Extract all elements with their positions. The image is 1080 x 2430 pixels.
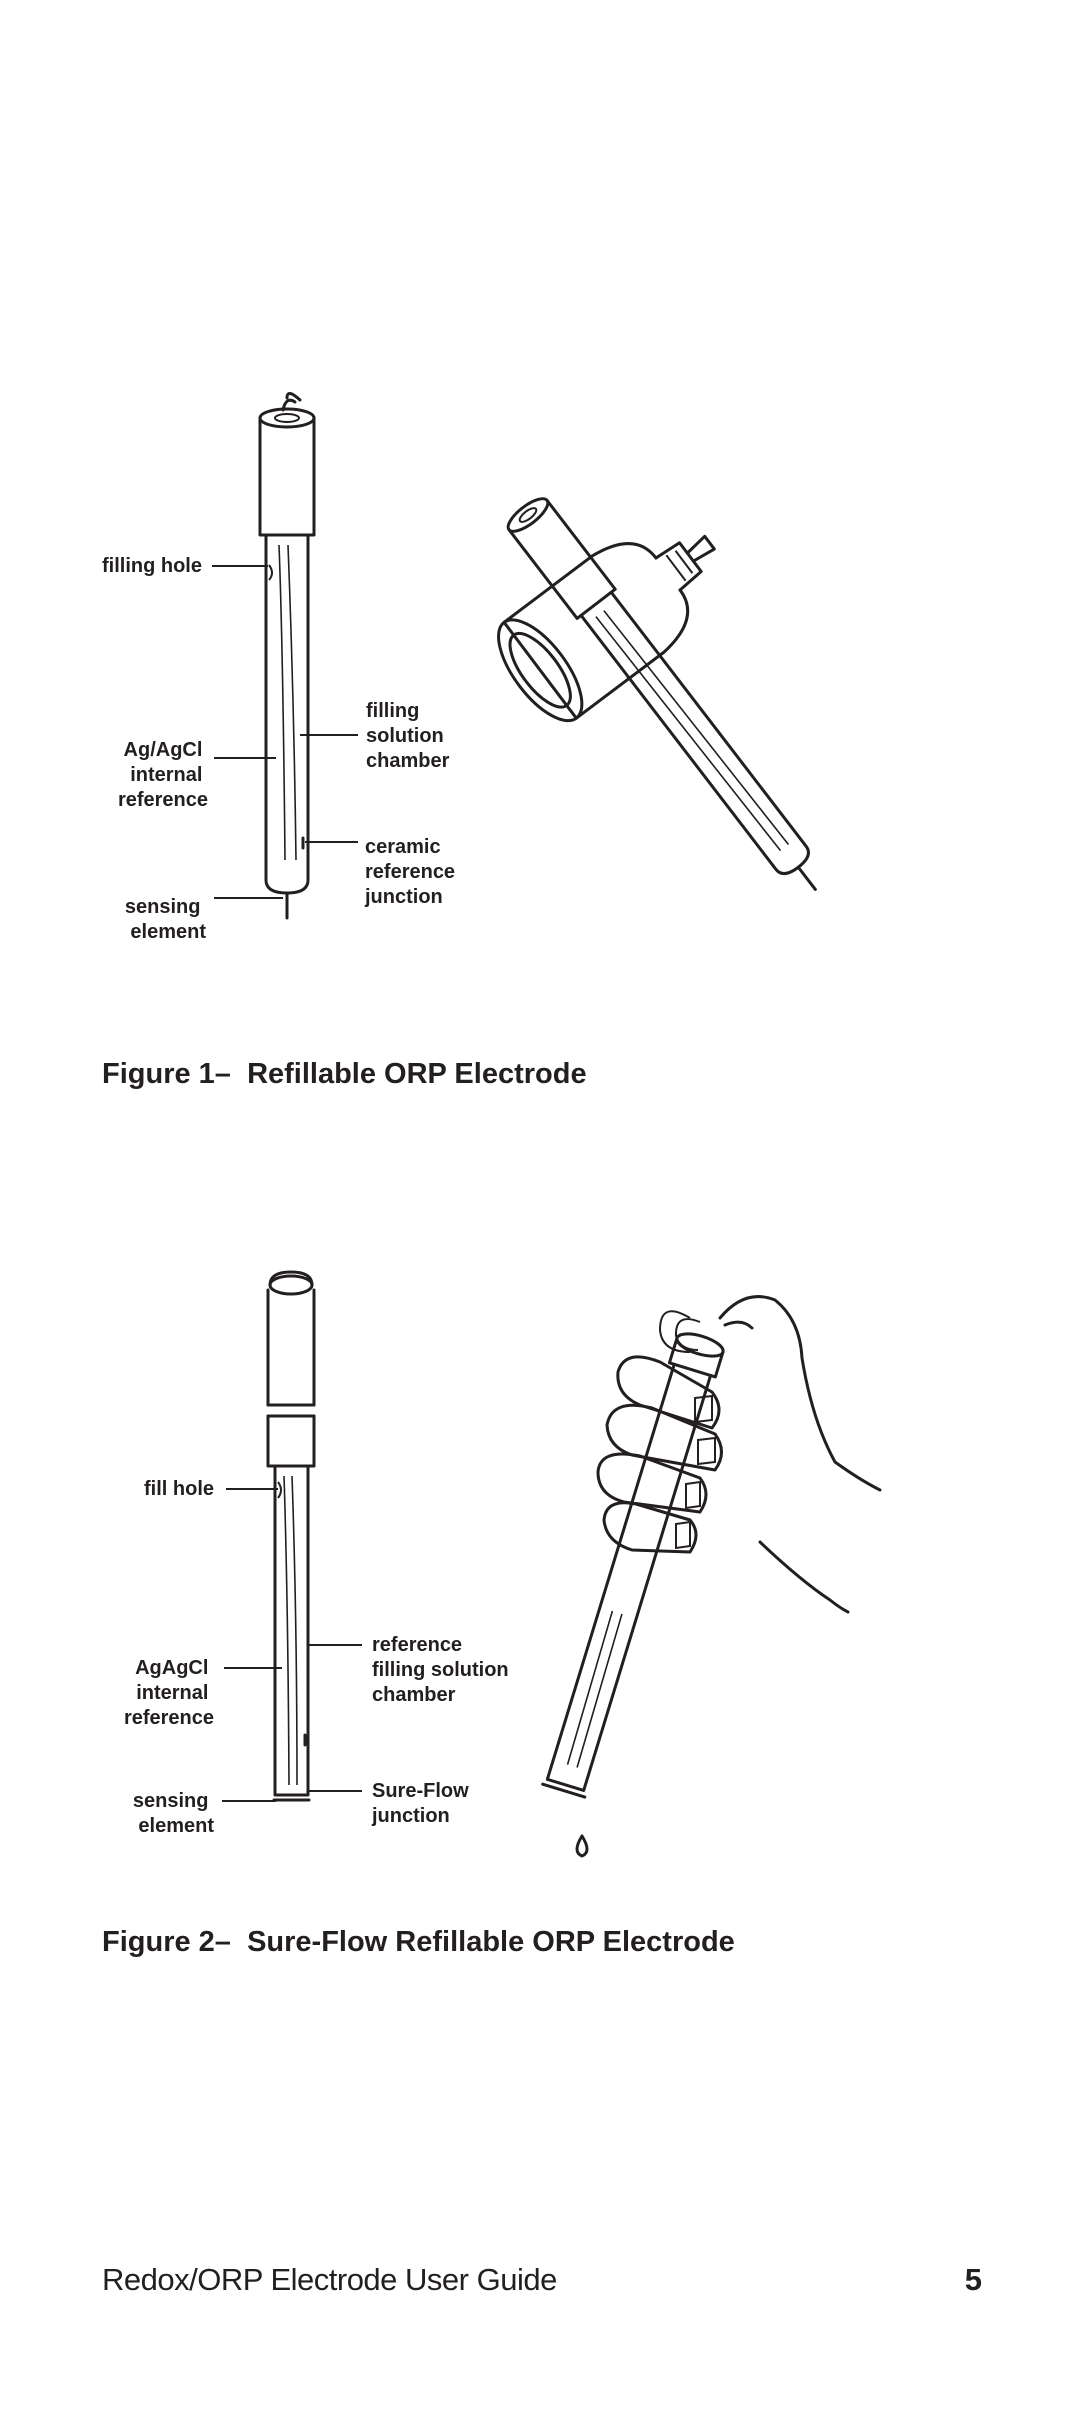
figure-2-number: Figure 2– — [102, 1926, 231, 1958]
figure-1-title: Refillable ORP Electrode — [247, 1058, 587, 1090]
figure-1-illustration: filling hole Ag/AgCl internal reference … — [102, 392, 817, 943]
label-reference-filling-solution-chamber: reference filling solution chamber — [372, 1634, 514, 1706]
page-number: 5 — [964, 2262, 982, 2297]
hand-pressing-electrode-illustration — [541, 1295, 882, 1858]
figure-2-title: Sure-Flow Refillable ORP Electrode — [247, 1926, 735, 1958]
label-sensing-element-2: sensing element — [133, 1790, 214, 1837]
label-filling-solution-chamber: filling solution chamber — [366, 700, 450, 772]
figure-2-illustration: fill hole AgAgCl internal reference sens… — [124, 1270, 882, 1858]
sure-flow-orp-electrode-diagram — [266, 1270, 316, 1802]
refillable-orp-electrode-diagram — [258, 392, 316, 920]
label-ag-agcl-internal-reference: Ag/AgCl internal reference — [118, 739, 208, 811]
refilling-with-bottle-illustration — [497, 497, 817, 891]
label-sure-flow-junction: Sure-Flow junction — [371, 1780, 474, 1827]
figure-2-caption: Figure 2– Sure-Flow Refillable ORP Elect… — [102, 1926, 735, 1959]
label-fill-hole: fill hole — [144, 1478, 214, 1500]
label-ceramic-reference-junction: ceramic reference junction — [364, 836, 461, 908]
label-agagcl-internal-reference: AgAgCl internal reference — [124, 1657, 214, 1729]
figure-1-number: Figure 1– — [102, 1058, 231, 1090]
label-sensing-element: sensing element — [125, 896, 206, 943]
footer-guide-title: Redox/ORP Electrode User Guide — [102, 2262, 557, 2297]
label-filling-hole: filling hole — [102, 555, 202, 577]
figure-1-caption: Figure 1– Refillable ORP Electrode — [102, 1058, 587, 1091]
